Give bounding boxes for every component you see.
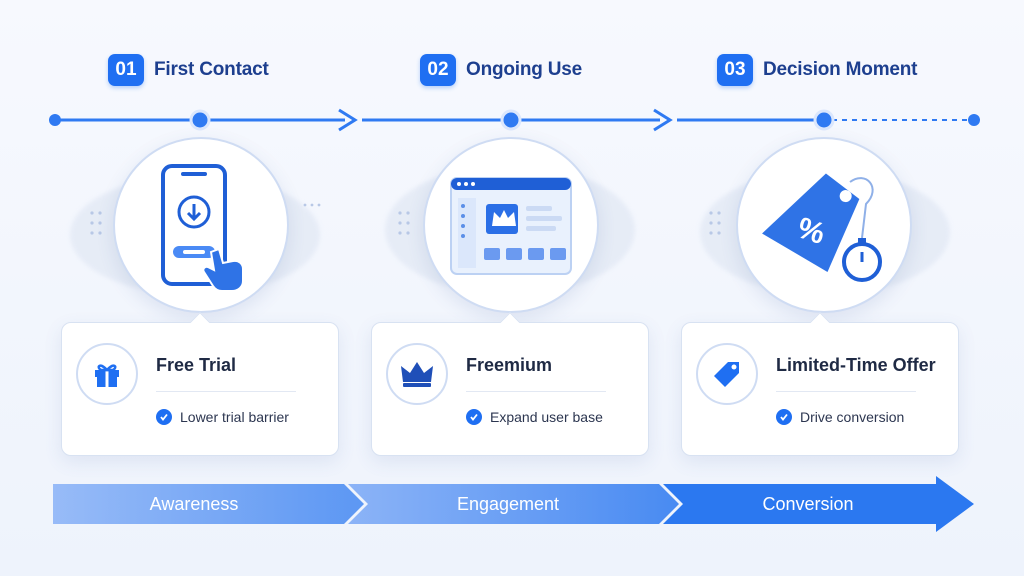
timeline-dot	[968, 114, 980, 126]
card-divider	[776, 391, 916, 392]
card-icon-wrap	[696, 343, 758, 405]
crown-icon	[401, 362, 433, 387]
card-icon-wrap	[76, 343, 138, 405]
illustration-circle-1	[113, 137, 289, 313]
stage-title: First Contact	[154, 59, 269, 80]
timeline-node	[189, 109, 211, 131]
phase-label-awareness: Awareness	[149, 494, 239, 514]
timeline-node	[500, 109, 522, 131]
stage-title: Decision Moment	[763, 59, 918, 80]
phase-label-conversion: Conversion	[762, 494, 854, 514]
card-title: Limited-Time Offer	[776, 355, 936, 375]
card-title: Freemium	[466, 355, 553, 375]
stage-card-limited-time-offer: Limited-Time Offer Drive conversion	[681, 312, 959, 456]
card-feature: Drive conversion	[776, 409, 904, 425]
stage-header-2: 02 Ongoing Use	[420, 54, 582, 86]
stage-number-badge: 03	[717, 54, 753, 86]
discount-tag-stopwatch-icon: %	[762, 173, 882, 282]
timeline-node	[813, 109, 835, 131]
phase-label-engagement: Engagement	[456, 494, 560, 514]
gift-icon	[95, 364, 119, 387]
stage-card-freemium: Freemium Expand user base	[371, 312, 649, 456]
phase-arrow-engagement	[348, 484, 679, 524]
phone-download-icon	[161, 164, 244, 290]
card-divider	[466, 391, 606, 392]
stage-number-badge: 01	[108, 54, 144, 86]
card-icon-wrap	[386, 343, 448, 405]
decor-dots	[90, 203, 721, 235]
stage-number-badge: 02	[420, 54, 456, 86]
stage-title: Ongoing Use	[466, 59, 583, 80]
check-icon	[156, 409, 172, 425]
card-title: Free Trial	[156, 355, 237, 375]
illustration-circle-2	[423, 137, 599, 313]
timeline-dot	[49, 114, 61, 126]
check-icon	[466, 409, 482, 425]
phase-arrow-conversion	[663, 476, 974, 532]
timeline	[49, 108, 980, 132]
phase-arrows	[53, 476, 974, 532]
browser-crown-icon	[450, 177, 572, 275]
card-divider	[156, 391, 296, 392]
card-feature: Lower trial barrier	[156, 409, 289, 425]
stage-card-free-trial: Free Trial Lower trial barrier	[61, 312, 339, 456]
feature-text: Expand user base	[490, 409, 603, 425]
illustration-circle-3: %	[736, 137, 912, 313]
tag-icon	[714, 362, 739, 387]
stage-header-3: 03 Decision Moment	[717, 54, 918, 86]
card-feature: Expand user base	[466, 409, 603, 425]
feature-text: Lower trial barrier	[180, 409, 289, 425]
stage-header-1: 01 First Contact	[108, 54, 269, 86]
phase-arrow-awareness	[53, 484, 364, 524]
check-icon	[776, 409, 792, 425]
feature-text: Drive conversion	[800, 409, 905, 425]
